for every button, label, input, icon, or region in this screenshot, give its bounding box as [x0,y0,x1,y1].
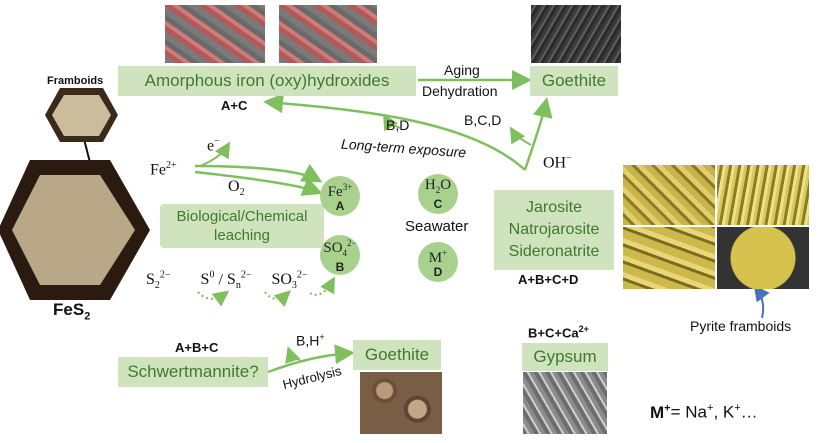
jarosite-tag: A+B+C+D [518,272,579,287]
jarosite-goethite-arrow [523,97,553,171]
sulfur-chain: S22− S0 / Sn2− SO32− [146,270,308,292]
sem-image-oxyhydroxide-2 [279,5,377,63]
aging-label: Aging [444,62,480,78]
fe2-arrow-2 [194,170,323,196]
amorphous-oxyhydroxides-box: Amorphous iron (oxy)hydroxides [118,66,416,96]
s0-species: S0 [200,270,215,289]
gypsum-tag: B+C+Ca2+ [528,324,589,341]
s2-s0-arrow [197,290,230,307]
fe2-label: Fe2+ [150,160,177,179]
pyrite-pointer-arrow [753,284,770,319]
schwertmannite-box: Schwertmannite? [118,357,268,387]
s2-species: S22− [146,270,171,292]
so3-species: SO32− [271,270,308,292]
leaching-box: Biological/Chemical leaching [160,204,324,248]
so3-so4-arrow [309,276,335,296]
fe2-arrow-1 [194,163,323,183]
bd-branch-arrow [382,113,401,132]
m-plus-definition: M+= Na+, K+… [650,402,758,422]
fes2-hexagon-light [12,175,135,285]
dehydration-label: Dehydration [422,83,498,99]
sn-species: Sn2− [226,270,252,292]
long-term-arrow [263,93,526,171]
schwertmannite-tag: A+B+C [175,340,219,355]
fes2-label: FeS2 [53,300,91,323]
seawater-label: Seawater [405,218,469,235]
sem-image-jarosite-2 [717,165,809,225]
circle-d-m: M+ D [418,242,458,282]
circle-c-h2o: H2O C [418,174,458,214]
hydrolysis-arrow [267,344,355,374]
bcd-branch-arrow [509,126,532,146]
sem-image-gypsum [523,372,607,434]
sn-so3-arrow [264,290,291,308]
goethite-bottom-box: Goethite [353,340,441,370]
bh-label: B,H+ [296,332,325,349]
oxygen-label: O2 [228,178,245,199]
sem-image-goethite-bottom [360,372,442,434]
sem-image-jarosite-1 [623,165,715,225]
bcd-label: B,C,D [464,112,502,128]
bd-label: B,D [386,117,410,133]
jarosite-box: Jarosite Natrojarosite Sideronatrite [494,190,614,270]
sem-image-pyrite-framboid [717,227,809,289]
framboid-hexagon-light [52,95,111,136]
gypsum-box: Gypsum [522,343,608,371]
sem-image-jarosite-3 [623,227,715,289]
hydroxide-label: OH− [543,153,572,172]
sem-image-goethite-top [531,5,621,63]
bh-branch-arrow [285,346,301,364]
amorphous-tag: A+C [221,98,248,113]
pyrite-framboids-label: Pyrite framboids [690,318,792,334]
framboids-label: Framboids [47,75,104,87]
sem-image-oxyhydroxide-1 [165,5,265,63]
goethite-top-box: Goethite [530,66,618,96]
circle-b-so4: SO42− B [320,235,360,275]
circle-a-fe3: Fe3+ A [320,176,360,216]
electron-label: e− [207,136,220,155]
